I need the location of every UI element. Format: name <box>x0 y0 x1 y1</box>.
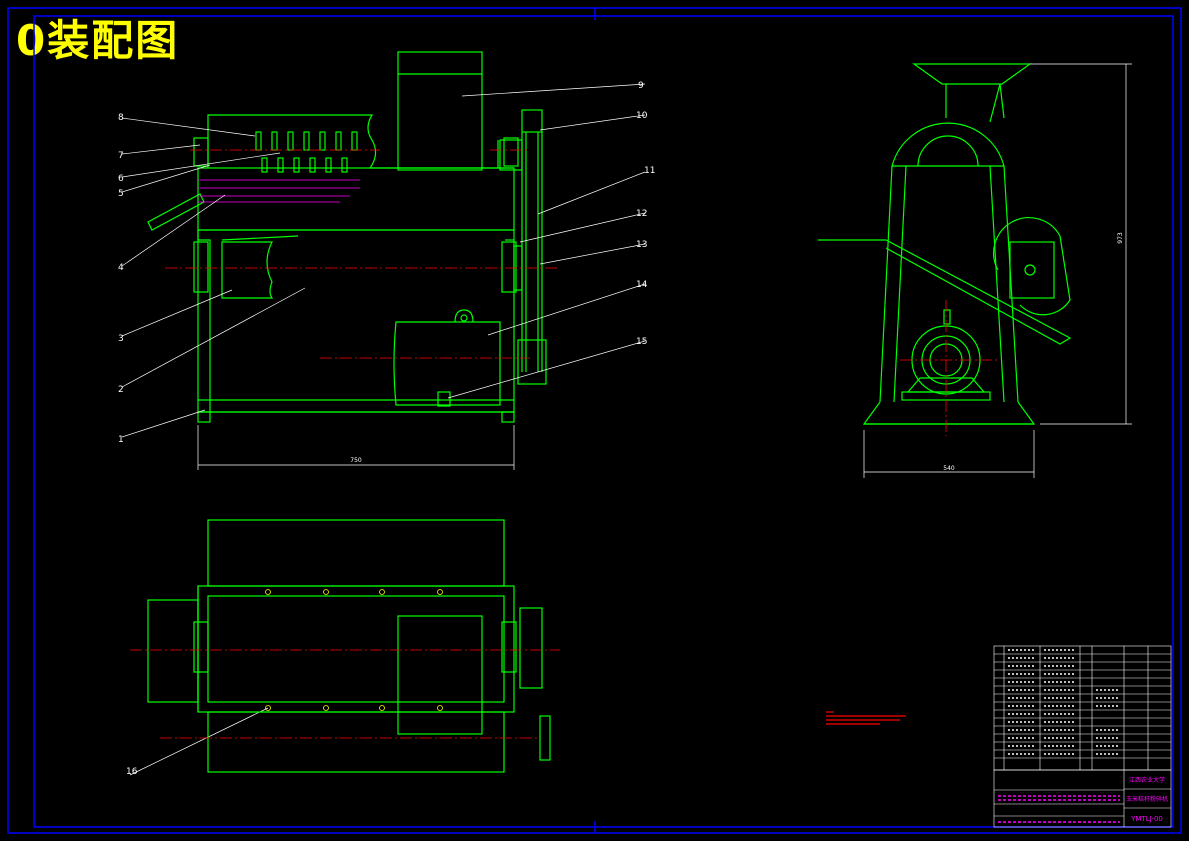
dim-side-width-text: 540 <box>943 465 955 472</box>
side-view-centerlines <box>900 300 1000 436</box>
title-block-text: 江西农业大学 玉米秸秆粉碎机 YMTLJ-00 <box>1126 776 1168 823</box>
part-label-12: 12 <box>636 209 647 219</box>
dim-front-width <box>197 425 515 470</box>
part-label-4: 4 <box>118 263 124 273</box>
parts-list <box>993 645 1172 828</box>
front-view-hatch <box>198 179 360 203</box>
outer-frame <box>7 7 1182 834</box>
parts-list-rows <box>1008 649 1120 755</box>
part-labels: 1 2 3 4 5 6 7 8 9 10 11 12 13 14 15 16 <box>118 81 655 777</box>
title-block-magenta <box>998 795 1120 823</box>
part-label-15: 15 <box>636 337 647 347</box>
part-label-9: 9 <box>638 81 644 91</box>
part-label-14: 14 <box>636 280 648 290</box>
top-view-centerlines <box>130 649 560 739</box>
dim-front-width-text: 750 <box>350 457 362 464</box>
front-view <box>147 51 547 423</box>
part-label-5: 5 <box>118 189 124 199</box>
part-label-3: 3 <box>118 334 124 344</box>
front-view-centerlines <box>165 149 560 359</box>
technical-notes <box>826 711 906 725</box>
inner-frame <box>33 15 1174 828</box>
part-label-7: 7 <box>118 151 124 161</box>
part-label-11: 11 <box>644 166 655 176</box>
part-label-16: 16 <box>126 767 138 777</box>
part-label-2: 2 <box>118 385 124 395</box>
title-block-org: 江西农业大学 <box>1129 776 1165 784</box>
side-view <box>818 63 1072 425</box>
dim-side-height-text: 973 <box>1117 232 1124 244</box>
title-block-name: 玉米秸秆粉碎机 <box>1126 795 1168 803</box>
part-label-10: 10 <box>636 111 648 121</box>
part-label-8: 8 <box>118 113 124 123</box>
title-block-code: YMTLJ-00 <box>1130 815 1163 823</box>
part-label-1: 1 <box>118 435 124 445</box>
leader-lines <box>121 83 646 776</box>
top-view <box>147 519 551 773</box>
part-label-6: 6 <box>118 174 124 184</box>
drawing-title: 0装配图 <box>16 16 180 65</box>
part-label-13: 13 <box>636 240 647 250</box>
top-view-bolts <box>265 589 443 711</box>
dim-side <box>863 63 1132 478</box>
